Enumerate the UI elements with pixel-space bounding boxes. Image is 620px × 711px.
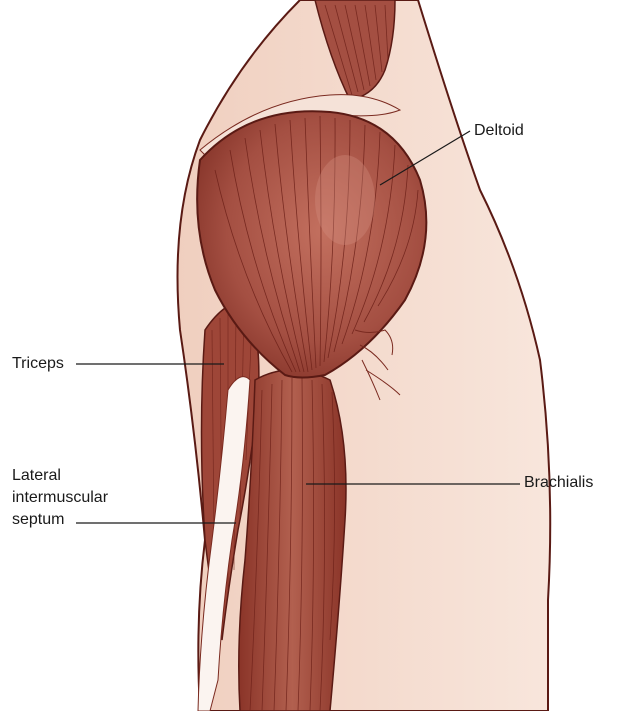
brachialis-muscle [239, 370, 346, 711]
triceps-label: Triceps [12, 353, 64, 375]
deltoid-label: Deltoid [474, 120, 524, 142]
septum-label-line-1: Lateral [12, 465, 108, 487]
deltoid-highlight [315, 155, 375, 245]
brachialis-label: Brachialis [524, 472, 593, 494]
lateral-intermuscular-septum-label: Lateral intermuscular septum [12, 465, 108, 531]
septum-label-line-3: septum [12, 509, 108, 531]
septum-label-line-2: intermuscular [12, 487, 108, 509]
